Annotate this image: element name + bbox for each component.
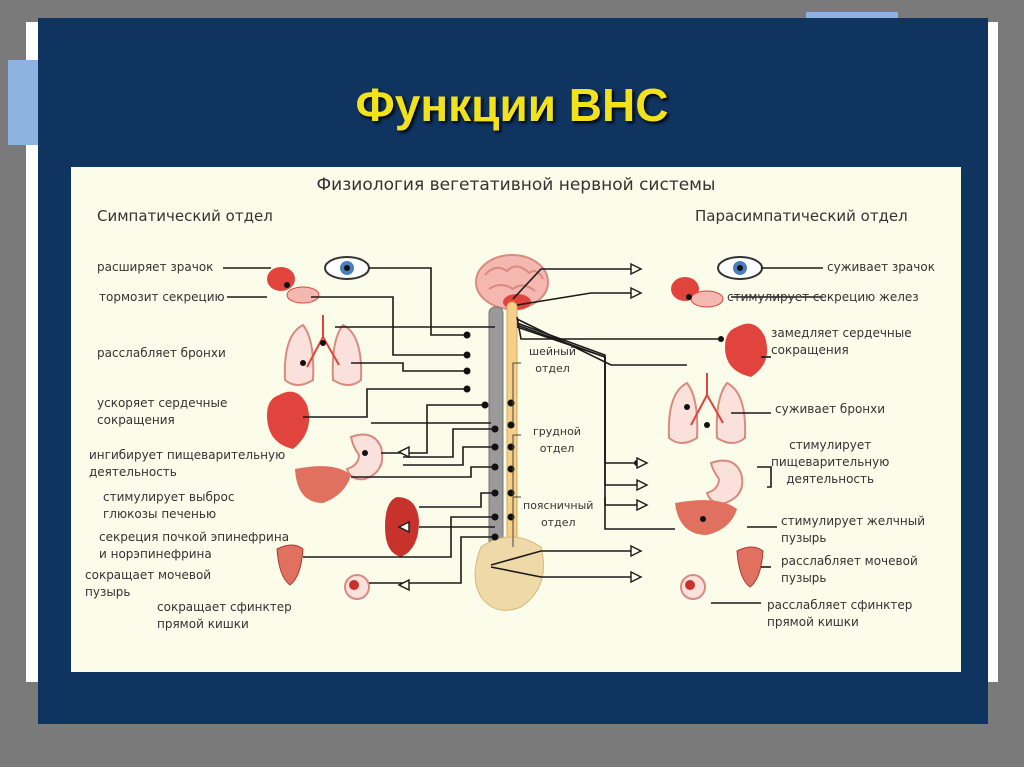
spine-label-thoracic: грудной отдел [533, 423, 581, 457]
para-label-gallbladder: стимулирует желчный пузырь [781, 513, 925, 547]
rectum-icon-right [681, 575, 705, 599]
sym-label-pupil: расширяет зрачок [97, 259, 213, 276]
bladder-icon-right [737, 547, 763, 587]
para-label-glands: стимулирует секрецию желез [727, 289, 919, 306]
diagram-title: Физиология вегетативной нервной системы [71, 175, 961, 195]
sym-label-kidney: секреция почкой эпинефрина и норэпинефри… [99, 529, 289, 563]
slide-title: Функции ВНС [0, 78, 1024, 132]
lungs-icon-left [285, 315, 361, 385]
sym-label-glucose: стимулирует выброс глюкозы печенью [103, 489, 234, 523]
stomach-icon-right [707, 461, 742, 504]
ganglion-dots [284, 282, 724, 541]
liver-icon-left [295, 466, 351, 503]
heart-icon-left [267, 392, 309, 449]
eye-icon-right [718, 257, 762, 279]
para-label-bladder: расслабляет мочевой пузырь [781, 553, 918, 587]
spine-label-lumbar: поясничный отдел [523, 497, 593, 531]
para-label-rectum: расслабляет сфинктер прямой кишки [767, 597, 912, 631]
salivary-gland-icon-right [671, 277, 723, 307]
sym-label-heart: ускоряет сердечные сокращения [97, 395, 227, 429]
para-label-pupil: суживает зрачок [827, 259, 935, 276]
ans-diagram: Физиология вегетативной нервной системы … [71, 167, 961, 672]
eye-icon-left [325, 257, 369, 279]
para-label-bronchi: суживает бронхи [775, 401, 885, 418]
para-label-digestion: стимулирует пищеварительную деятельность [771, 437, 889, 488]
liver-icon-right [675, 500, 737, 535]
rectum-icon-left [345, 575, 369, 599]
parasympathetic-heading: Парасимпатический отдел [695, 207, 908, 225]
spine-label-cervical: шейный отдел [529, 343, 576, 377]
sym-label-bronchi: расслабляет бронхи [97, 345, 226, 362]
sym-label-secretion: тормозит секрецию [99, 289, 225, 306]
sympathetic-heading: Симпатический отдел [97, 207, 273, 225]
lungs-icon-right [669, 373, 745, 443]
sym-label-bladder: сокращает мочевой пузырь [85, 567, 211, 601]
pelvis-icon [475, 537, 544, 610]
heart-icon-right [725, 324, 767, 377]
sym-label-digestion: ингибирует пищеварительную деятельность [89, 447, 285, 481]
stomach-icon-left [347, 435, 382, 480]
sym-label-rectum: сокращает сфинктер прямой кишки [157, 599, 292, 633]
para-label-heart: замедляет сердечные сокращения [771, 325, 912, 359]
